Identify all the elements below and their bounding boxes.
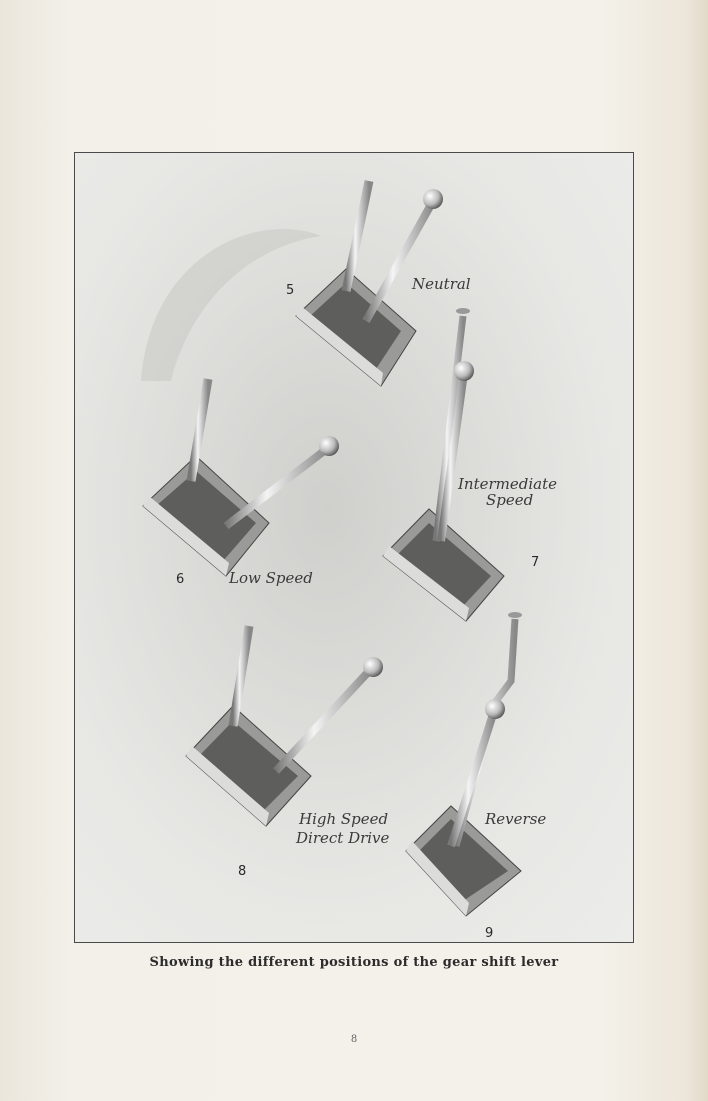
position-number-8: 8 bbox=[238, 864, 246, 879]
position-label-direct-drive: Direct Drive bbox=[295, 829, 390, 847]
background-swirl bbox=[141, 228, 321, 381]
position-number-9: 9 bbox=[485, 926, 493, 941]
gear-lever-neutral bbox=[295, 180, 443, 387]
gear-shift-illustration-plate: 5 Neutral 6 Low Speed Intermediate Speed… bbox=[74, 152, 634, 943]
position-label-reverse: Reverse bbox=[484, 810, 546, 828]
position-number-7: 7 bbox=[531, 555, 539, 570]
gear-lever-intermediate-speed bbox=[382, 308, 505, 622]
position-label-speed: Speed bbox=[486, 491, 533, 509]
position-label-intermediate: Intermediate bbox=[457, 475, 557, 493]
position-label-high-speed: High Speed bbox=[298, 810, 388, 828]
gear-shift-illustration: 5 Neutral 6 Low Speed Intermediate Speed… bbox=[141, 180, 557, 941]
position-number-5: 5 bbox=[286, 283, 294, 298]
page-number: 8 bbox=[350, 1034, 358, 1045]
gear-lever-low-speed bbox=[142, 378, 339, 577]
gear-lever-high-speed bbox=[185, 625, 383, 827]
position-number-6: 6 bbox=[176, 572, 184, 587]
position-label-low-speed: Low Speed bbox=[228, 569, 313, 587]
figure-caption: Showing the different positions of the g… bbox=[149, 955, 559, 970]
position-label-neutral: Neutral bbox=[411, 275, 471, 293]
gear-lever-reverse bbox=[405, 612, 522, 917]
